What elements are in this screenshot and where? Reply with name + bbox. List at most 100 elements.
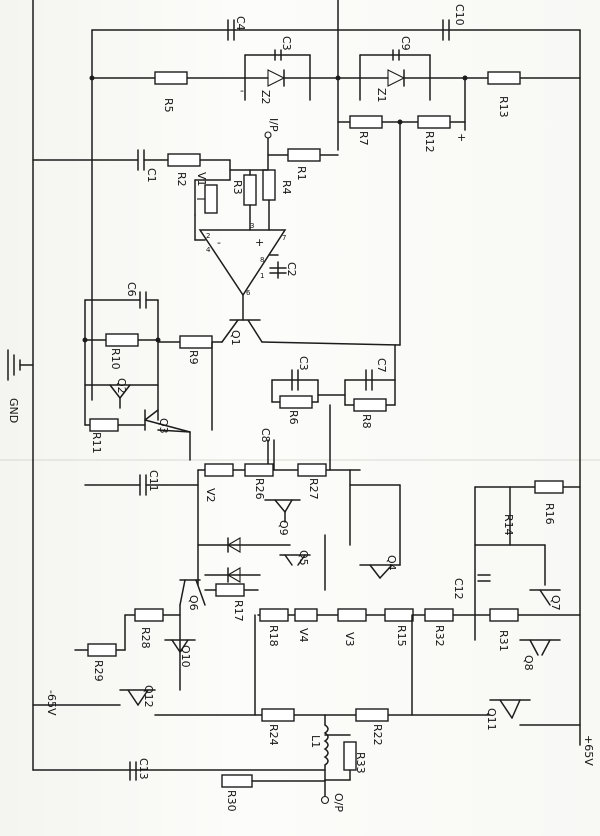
pin-8: 8 [260, 256, 264, 264]
transistor-q8: Q8 [519, 639, 561, 671]
opamp-minus: - [217, 236, 221, 249]
output-label: O/P [332, 793, 345, 812]
resistor-r28: R28 [124, 608, 181, 649]
transistor-q11: Q11 [485, 699, 531, 731]
resistor-r33: R33 [324, 734, 367, 781]
opamp-plus: + [255, 236, 264, 249]
capacitor-c8: C8 [259, 428, 275, 471]
ground-symbol: GND [7, 349, 34, 423]
transistor-q6: Q6 [179, 579, 206, 611]
q7-label: Q7 [549, 595, 562, 611]
r17-label: R17 [232, 600, 245, 622]
q4-label: Q4 [385, 555, 398, 571]
input-label: I/P [267, 118, 280, 132]
resistor-r7: R7 [337, 115, 466, 146]
transistor-q2: Q2 [84, 378, 159, 409]
q6-label: Q6 [187, 595, 200, 611]
pin-6: 6 [246, 289, 251, 297]
r31-label: R32 [433, 625, 446, 647]
q12-label: Q12 [142, 685, 155, 708]
r9-label: R9 [187, 350, 200, 365]
transistor-q1: Q1 [221, 319, 401, 346]
z2-label: Z2 [259, 90, 272, 105]
resistor-r29: R29 [74, 643, 126, 682]
c4-label: C3 [280, 36, 293, 51]
pot-v1: V1 [194, 172, 231, 216]
zener-z2-block: C3 Z2 - [240, 36, 311, 105]
q8-label: Q8 [522, 655, 535, 671]
capacitor-c12: C12 [452, 574, 491, 600]
capacitor-c5: C4 [227, 16, 247, 41]
r4-label: R4 [280, 180, 293, 195]
z2-minus-sign: - [240, 84, 244, 97]
q10-label: Q10 [179, 645, 192, 668]
resistor-r13: R13 [429, 71, 581, 118]
r1-label: R1 [295, 166, 308, 181]
r33-label: R33 [354, 752, 367, 774]
opamp: - + 2 3 4 7 8 1 6 [194, 214, 286, 297]
r28-label: R28 [139, 627, 152, 649]
bias-chain-row: R18 V4 V3 R15 R32 R31 [257, 608, 581, 652]
c5-label: C4 [234, 16, 247, 31]
transistor-q9: Q9 [264, 499, 301, 536]
r27-label: R27 [307, 478, 320, 500]
pin-7: 7 [282, 234, 286, 242]
c6-r10-group: C6 R10 [82, 282, 161, 426]
transistor-q4: Q4 [359, 484, 401, 579]
resistor-r24: R24 [154, 708, 326, 746]
resistor-r12: R12 + [417, 115, 466, 153]
l1-label: L1 [309, 735, 322, 748]
v2-label: V2 [204, 488, 217, 503]
resistor-r5: R5 [89, 71, 246, 113]
c7-label: C7 [375, 358, 388, 373]
r26-label: R26 [253, 478, 266, 500]
r16-label: R16 [543, 503, 556, 525]
r7-label: R7 [357, 131, 370, 146]
output-terminal: O/P [320, 779, 345, 812]
resistor-r16: R16 [474, 480, 581, 641]
neg-rail: -65V [32, 690, 121, 716]
c2-label: C2 [285, 262, 298, 277]
transistor-q3: Q3 [144, 409, 191, 434]
r32-label: R30 [225, 790, 238, 812]
capacitor-c10: C10 [442, 4, 466, 41]
r2-label: R2 [175, 172, 188, 187]
resistor-r4: R4 [262, 169, 293, 231]
neg-rail-label: -65V [45, 690, 58, 716]
c3-r6-group: C3 R6 [271, 356, 319, 425]
c1-r2-branch: C1 R2 [32, 149, 231, 187]
resistor-r3: R3 [231, 169, 257, 231]
q9-label: Q9 [277, 520, 290, 536]
q1-label: Q1 [229, 330, 242, 346]
c8-label: C8 [259, 428, 272, 443]
r11-label: R11 [90, 432, 103, 454]
pin-1: 1 [260, 272, 264, 280]
diode-lower [204, 567, 261, 583]
v3-label: V3 [343, 632, 356, 647]
resistor-r22: R22 [324, 708, 491, 746]
pos-rail-label: +65V [582, 735, 595, 766]
pin-2: 2 [206, 232, 210, 240]
v1-label: V1 [195, 172, 208, 187]
c6-label: C6 [125, 282, 138, 297]
r3-label: R3 [231, 180, 244, 195]
r5-label: R5 [162, 98, 175, 113]
z1-label: Z1 [375, 88, 388, 103]
r6-label: R6 [287, 410, 300, 425]
capacitor-c2: C2 [269, 254, 298, 279]
pos-rail: +65V [519, 724, 595, 766]
inductor-l1: L1 [309, 714, 329, 781]
input-terminal: I/P [264, 118, 280, 171]
r10-label: R10 [109, 348, 122, 370]
q3-label: Q3 [157, 418, 170, 434]
r12-label: R12 [423, 131, 436, 153]
resistor-r17: R17 [204, 583, 259, 622]
r30-label: R31 [497, 630, 510, 652]
c11-label: C11 [147, 470, 160, 492]
gnd-label: GND [7, 398, 20, 423]
q2-label: Q2 [115, 378, 128, 394]
q11-label: Q11 [485, 708, 498, 731]
r12-plus-sign: + [457, 131, 466, 144]
r15-label: R15 [395, 625, 408, 647]
